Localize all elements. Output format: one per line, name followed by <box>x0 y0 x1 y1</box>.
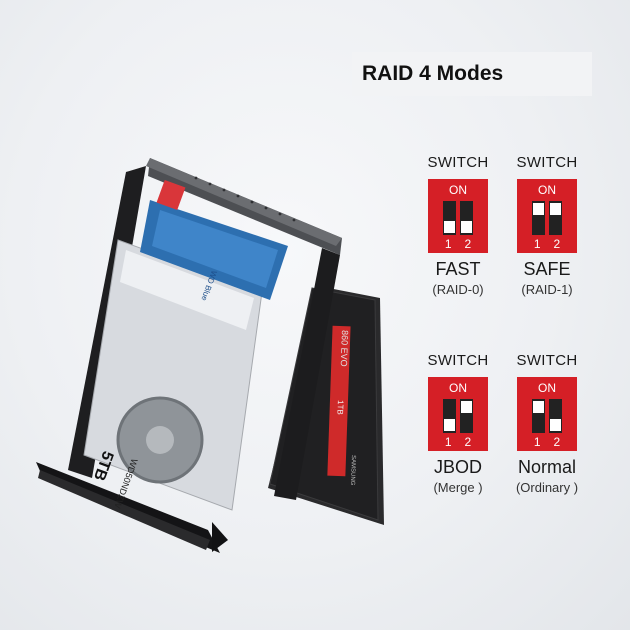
dip-num-2: 2 <box>553 237 561 251</box>
ssd-capacity-text: 1TB <box>335 400 345 415</box>
dip-num-1: 1 <box>444 435 452 449</box>
vent-holes <box>194 176 296 222</box>
switch-label: SWITCH <box>427 154 489 171</box>
ssd-label-stripe <box>327 325 351 477</box>
dip-on-label: ON <box>449 381 467 395</box>
dip-lever-1 <box>532 399 545 433</box>
dip-lever-1 <box>443 399 456 433</box>
dip-num-2: 2 <box>464 435 472 449</box>
dip-lever-1 <box>532 201 545 235</box>
mode-name: Normal <box>517 457 576 477</box>
enclosure-dip-switch <box>156 179 186 211</box>
dip-num-2: 2 <box>464 237 472 251</box>
mode-subtitle: (Merge ) <box>433 480 483 495</box>
dip-lever-2 <box>549 399 562 433</box>
dip-on-label: ON <box>538 381 556 395</box>
dip-on-label: ON <box>538 183 556 197</box>
dip-lever-2 <box>460 399 473 433</box>
title-box: RAID 4 Modes <box>352 52 592 96</box>
dip-lever-1 <box>443 201 456 235</box>
mode-subtitle: (RAID-1) <box>521 282 573 297</box>
switch-label: SWITCH <box>516 154 578 171</box>
switch-label: SWITCH <box>427 352 489 369</box>
mode-name: FAST <box>435 259 481 279</box>
mode-name: SAFE <box>523 259 571 279</box>
mode-name: JBOD <box>433 457 482 477</box>
dip-lever-2 <box>549 201 562 235</box>
page-title: RAID 4 Modes <box>362 62 504 85</box>
mode-subtitle: (RAID-0) <box>432 282 484 297</box>
dip-num-1: 1 <box>533 435 541 449</box>
dip-num-1: 1 <box>444 237 452 251</box>
dip-lever-2 <box>460 201 473 235</box>
dip-on-label: ON <box>449 183 467 197</box>
ssd-model-text: 860 EVO <box>339 330 350 367</box>
dip-num-2: 2 <box>553 435 561 449</box>
dip-num-1: 1 <box>533 237 541 251</box>
mode-subtitle: (Ordinary ) <box>515 480 579 495</box>
ssd-brand-text: SAMSUNG <box>349 455 356 486</box>
hdd-drive: 5TB WD50NDZW WD Blue <box>83 200 288 511</box>
switch-label: SWITCH <box>516 352 578 369</box>
